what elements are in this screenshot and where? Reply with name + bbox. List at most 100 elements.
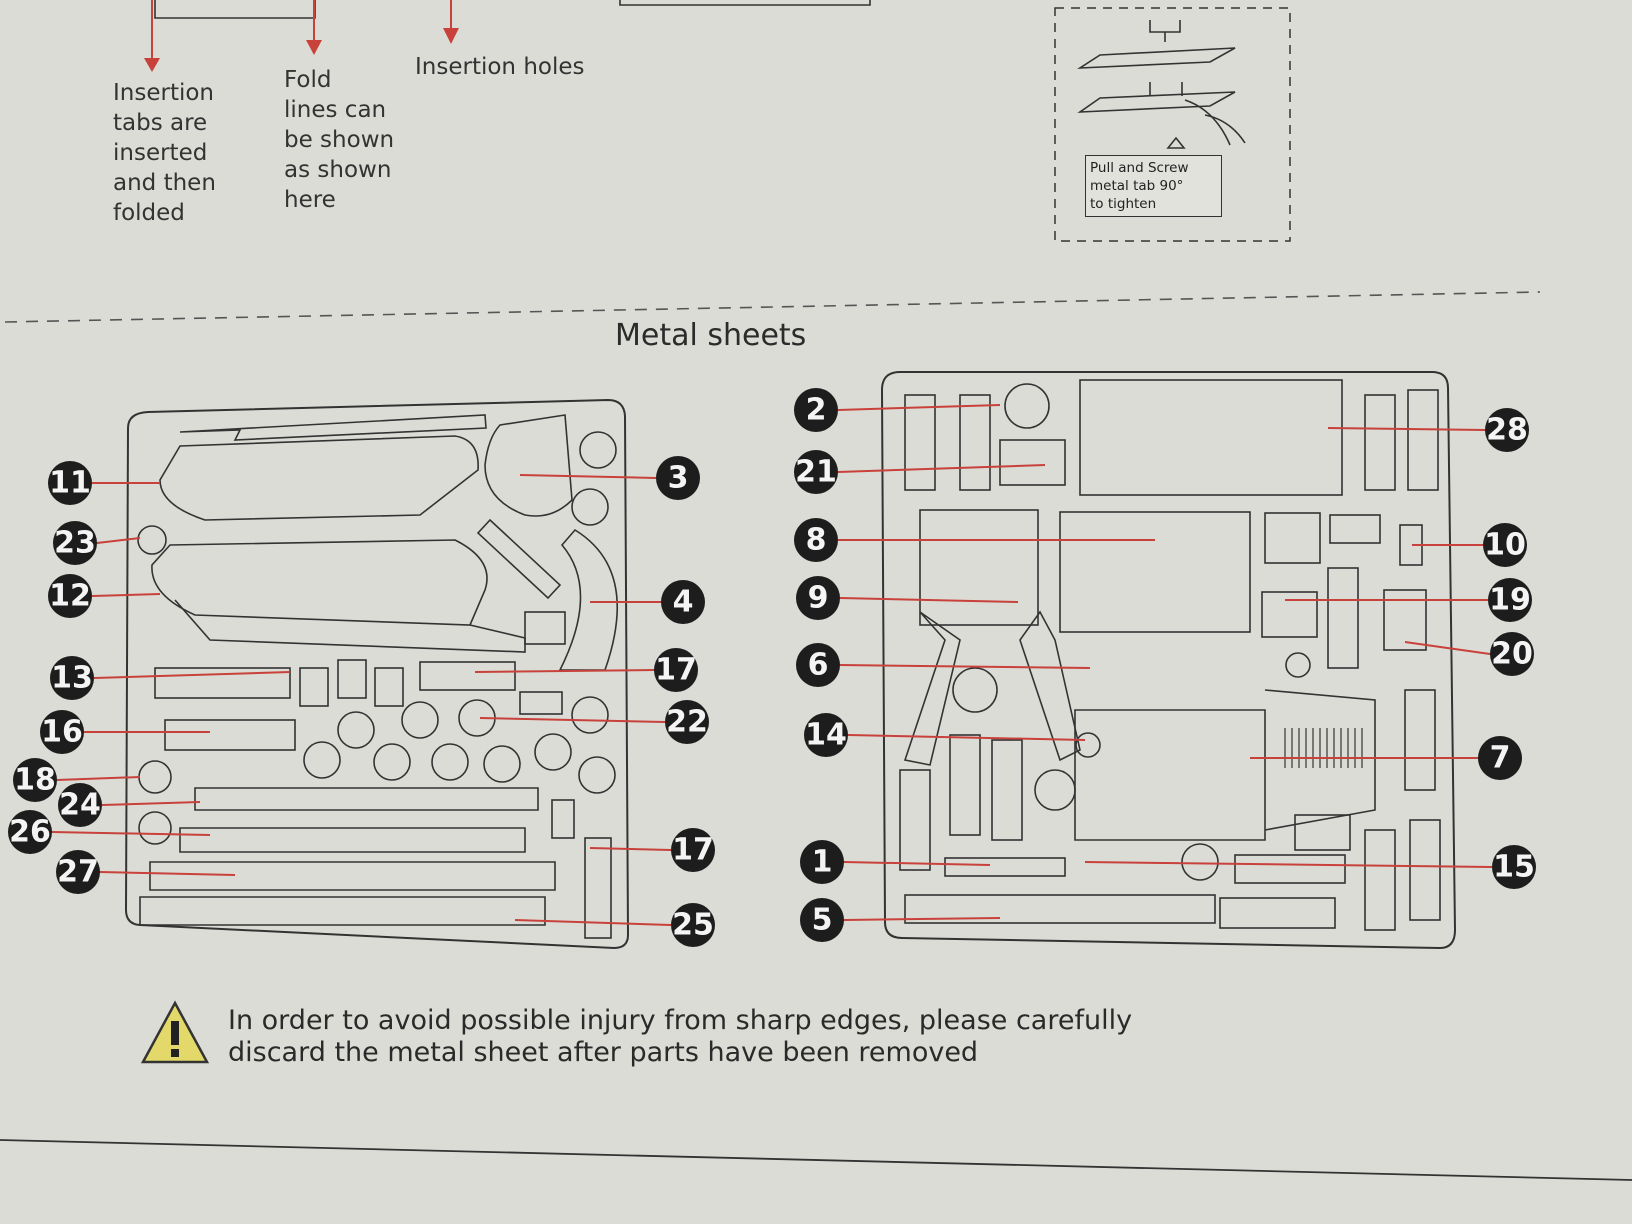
callout-leader-line bbox=[1084, 861, 1493, 868]
pull-note-line: Pull and Screw bbox=[1090, 160, 1189, 176]
callout-badge bbox=[8, 810, 52, 854]
callout-leader-line bbox=[479, 717, 666, 723]
callout-badge bbox=[794, 388, 838, 432]
callout-number: 12 bbox=[49, 579, 91, 614]
insertion-arrows bbox=[144, 0, 459, 72]
callout-number: 2 bbox=[806, 393, 827, 428]
callout-badge bbox=[40, 710, 84, 754]
callout-number: 14 bbox=[805, 718, 847, 753]
callout-badge bbox=[1485, 408, 1529, 452]
callout-badge bbox=[58, 783, 102, 827]
note-line: and then bbox=[113, 170, 216, 196]
bottom-rule bbox=[0, 1139, 1632, 1181]
warning-line: discard the metal sheet after parts have… bbox=[228, 1037, 979, 1068]
callout-number: 16 bbox=[41, 715, 83, 750]
callout-leader-line bbox=[474, 669, 655, 673]
callout-badge bbox=[1490, 632, 1534, 676]
callout-leader-line bbox=[847, 734, 1086, 741]
callout-leader-line bbox=[837, 464, 1046, 473]
note-line: folded bbox=[113, 200, 185, 226]
callout-badge bbox=[661, 580, 705, 624]
callout-badge bbox=[1478, 736, 1522, 780]
callout-number: 9 bbox=[808, 581, 829, 616]
callout-leader-line bbox=[514, 919, 672, 926]
note-insertion-tabs: Insertion tabs are inserted and then fol… bbox=[113, 78, 216, 228]
callout-badge bbox=[1488, 578, 1532, 622]
note-line: here bbox=[284, 187, 336, 213]
callout-badge bbox=[671, 903, 715, 947]
callout-badge bbox=[56, 850, 100, 894]
pull-screw-note: Pull and Screw metal tab 90° to tighten bbox=[1085, 155, 1222, 217]
callout-number: 17 bbox=[672, 833, 714, 868]
note-line: lines can bbox=[284, 97, 387, 123]
callout-badge bbox=[800, 840, 844, 884]
callout-badge bbox=[794, 518, 838, 562]
callout-number: 3 bbox=[668, 461, 689, 496]
callout-badge bbox=[804, 713, 848, 757]
callout-badge bbox=[665, 700, 709, 744]
note-line: be shown bbox=[284, 127, 395, 153]
callout-leader-line bbox=[589, 847, 672, 851]
callout-leader-line bbox=[51, 831, 211, 836]
left-metal-sheet bbox=[124, 398, 630, 950]
callout-number: 6 bbox=[808, 648, 829, 683]
note-line: as shown bbox=[284, 157, 392, 183]
callout-number: 13 bbox=[51, 661, 93, 696]
callout-number: 21 bbox=[795, 455, 837, 490]
callout-number: 25 bbox=[672, 908, 714, 943]
callout-number: 10 bbox=[1484, 528, 1526, 563]
tab-detail-illustration bbox=[1077, 20, 1246, 149]
callout-number: 28 bbox=[1486, 413, 1528, 448]
callout-leader-line bbox=[93, 671, 291, 679]
callout-leader-line bbox=[839, 597, 1019, 603]
callout-badge bbox=[671, 828, 715, 872]
callout-badge bbox=[794, 450, 838, 494]
note-insertion-holes: Insertion holes bbox=[415, 54, 585, 80]
top-sheet-edge-2 bbox=[619, 0, 871, 6]
callout-number: 15 bbox=[1493, 850, 1535, 885]
note-line: inserted bbox=[113, 140, 208, 166]
pull-note-line: metal tab 90° bbox=[1090, 178, 1184, 194]
callout-number: 8 bbox=[806, 523, 827, 558]
callout-badge bbox=[13, 758, 57, 802]
callout-leader-line bbox=[91, 593, 161, 597]
callout-number: 24 bbox=[59, 788, 101, 823]
callout-badge bbox=[656, 456, 700, 500]
callout-number: 26 bbox=[9, 815, 51, 850]
callout-leader-line bbox=[101, 801, 201, 806]
callout-number: 19 bbox=[1489, 583, 1531, 618]
callout-leader-line bbox=[56, 776, 141, 781]
section-divider bbox=[4, 291, 1541, 323]
callout-badge bbox=[796, 643, 840, 687]
callout-leader-line bbox=[843, 861, 991, 866]
callout-number: 4 bbox=[673, 585, 694, 620]
callout-badge bbox=[48, 461, 92, 505]
callout-badge bbox=[48, 574, 92, 618]
callout-badge bbox=[796, 576, 840, 620]
callout-number: 11 bbox=[49, 466, 91, 501]
note-line: Insertion bbox=[113, 80, 215, 106]
callout-leader-line bbox=[1327, 427, 1486, 431]
callout-badge bbox=[800, 898, 844, 942]
callout-badge bbox=[1483, 523, 1527, 567]
callout-number: 7 bbox=[1490, 741, 1511, 776]
callout-badge bbox=[53, 521, 97, 565]
tab-detail-box bbox=[1054, 7, 1291, 242]
callout-number: 18 bbox=[14, 763, 56, 798]
callout-leader-line bbox=[1404, 641, 1491, 655]
callout-number: 1 bbox=[812, 845, 833, 880]
callout-leader-line bbox=[99, 871, 236, 876]
callout-leader-line bbox=[839, 664, 1091, 669]
callout-number: 23 bbox=[54, 526, 96, 561]
note-line: tabs are bbox=[113, 110, 208, 136]
note-line: Fold bbox=[284, 67, 332, 93]
callout-leader-line bbox=[837, 404, 1001, 411]
callout-number: 17 bbox=[655, 653, 697, 688]
callout-layer: 1123121316182426273417221725221896141528… bbox=[8, 388, 1536, 947]
callout-badge bbox=[1492, 845, 1536, 889]
callout-leader-line bbox=[519, 474, 657, 479]
callout-number: 20 bbox=[1491, 637, 1533, 672]
callout-badge bbox=[654, 648, 698, 692]
